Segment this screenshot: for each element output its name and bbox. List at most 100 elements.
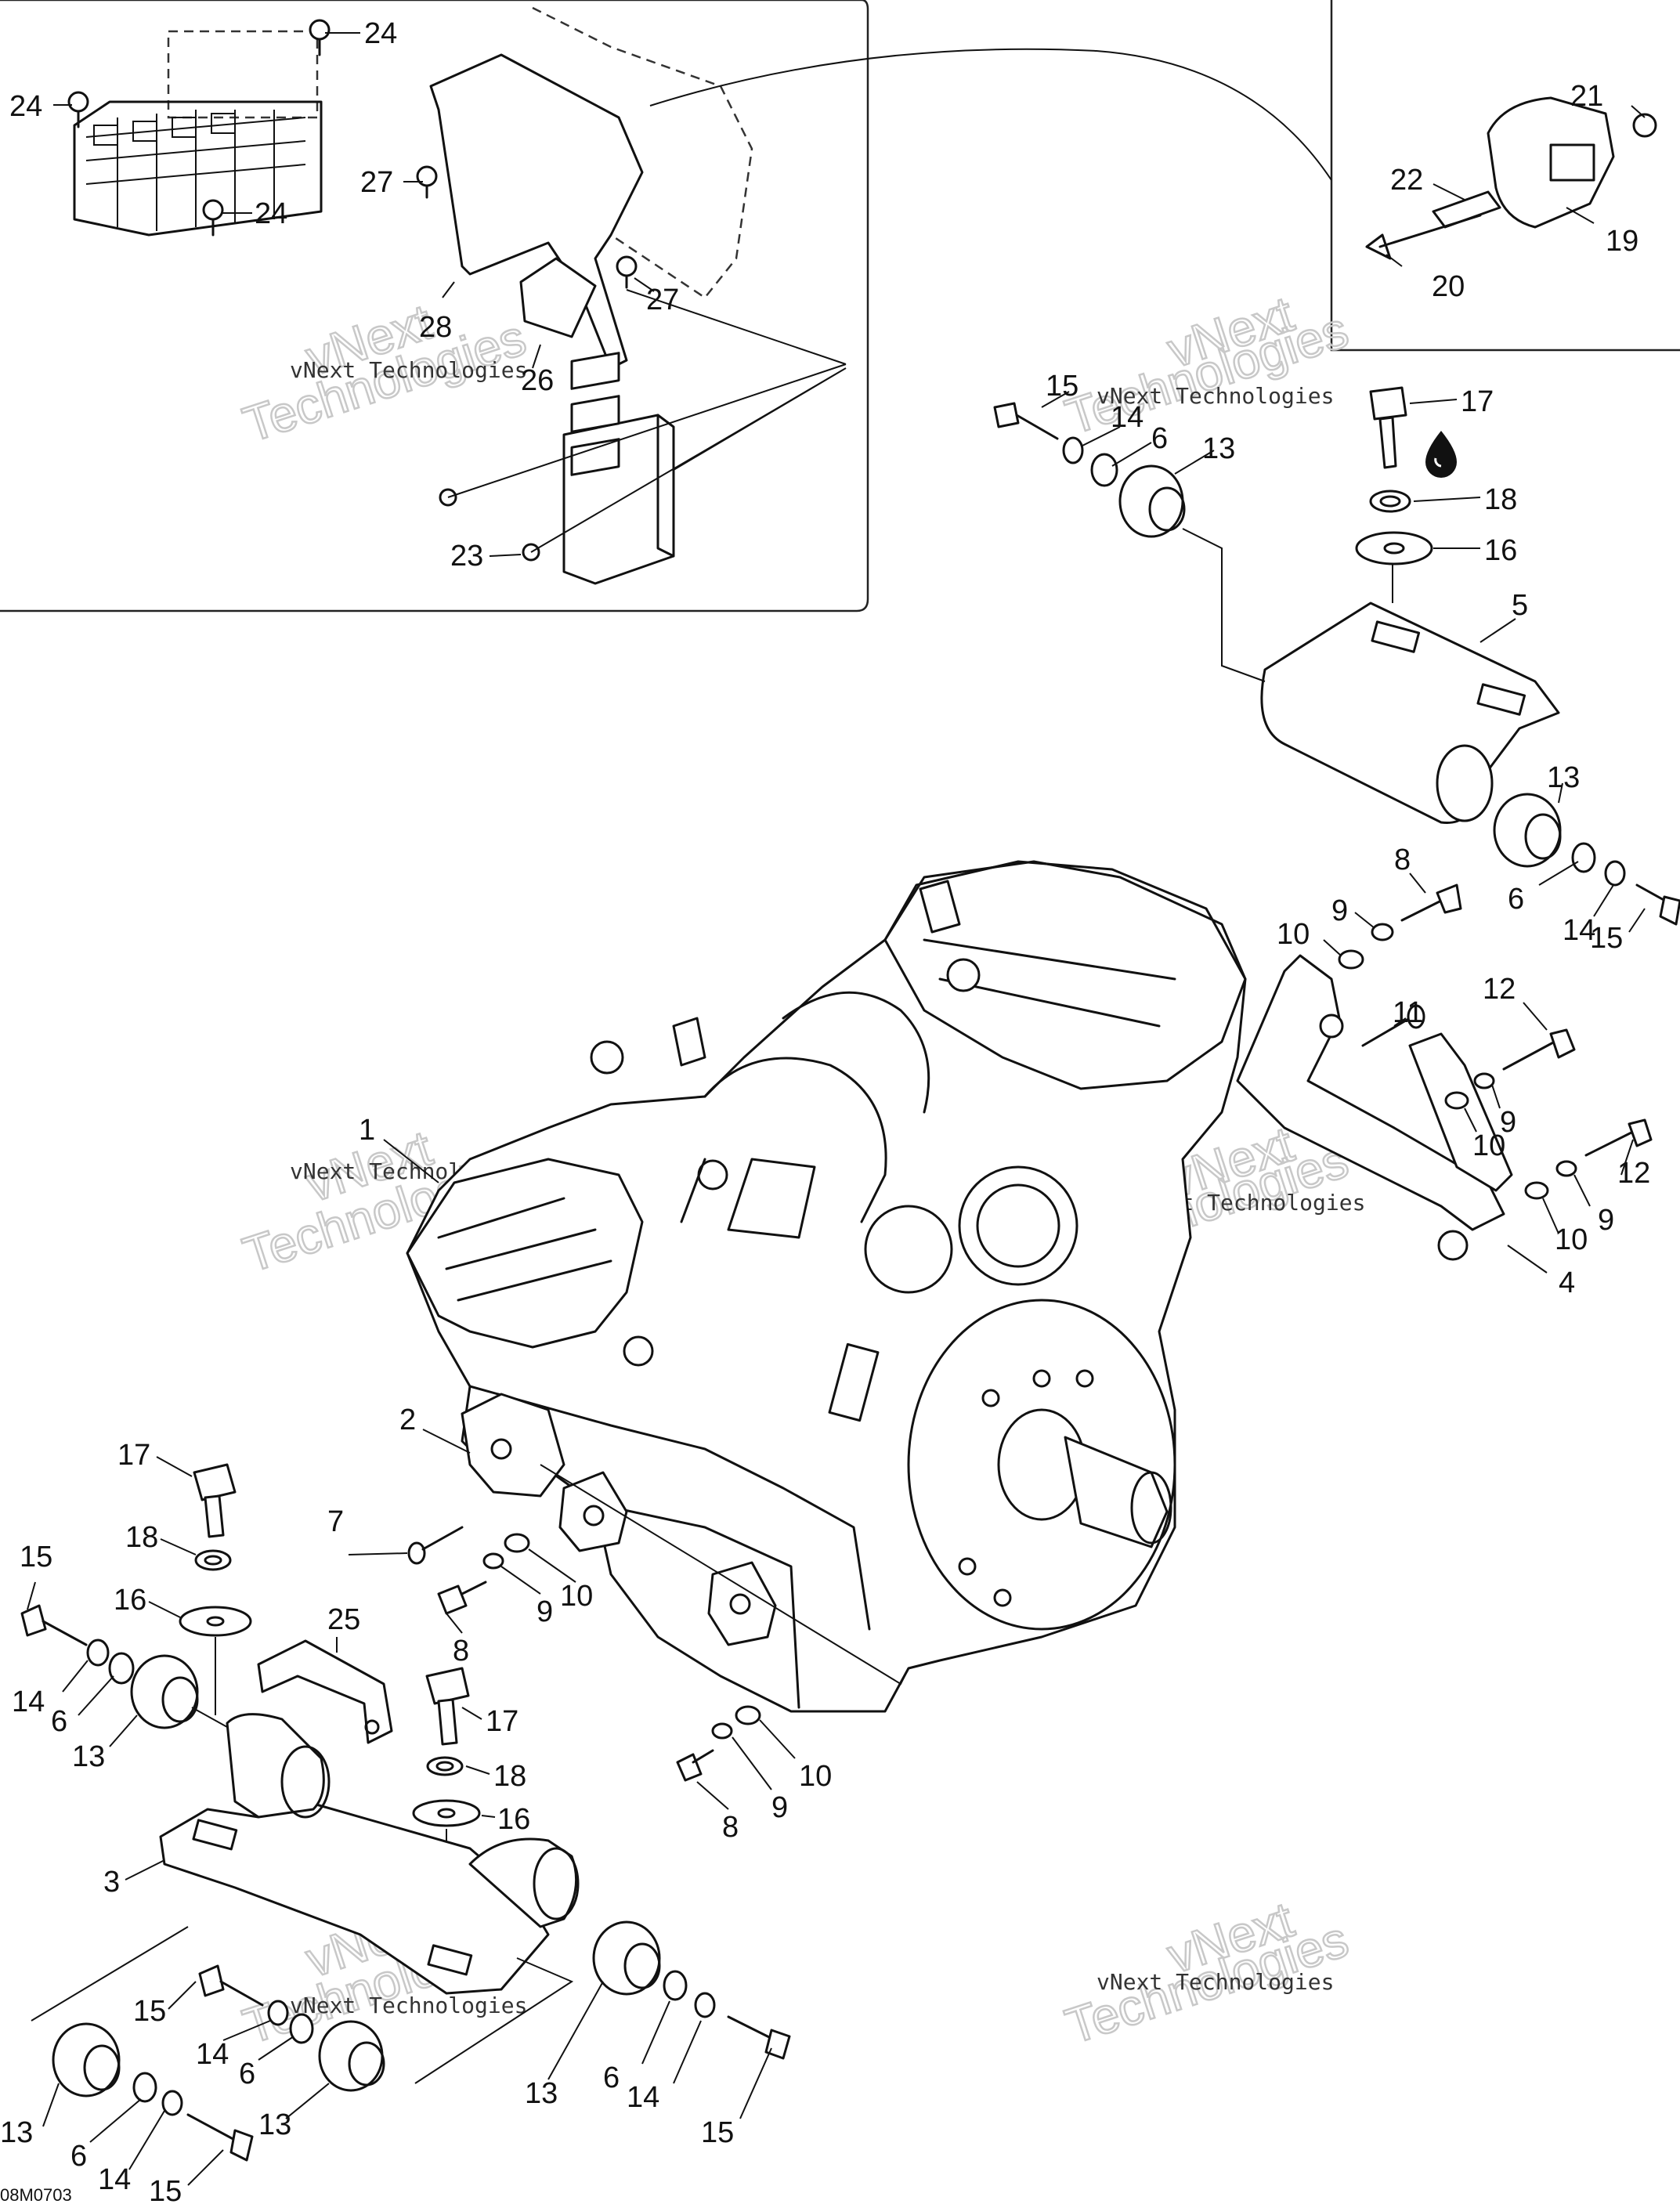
callout-8-l: 8	[453, 1635, 469, 1667]
callout-6-lr: 6	[603, 2061, 620, 2094]
bolt-8-bottom	[676, 1749, 714, 1782]
svg-text:vNext Technologies: vNext Technologies	[290, 1993, 527, 2018]
ecm-module	[562, 352, 675, 585]
washer-18-left	[194, 1549, 232, 1571]
callout-15-tr: 15	[1046, 370, 1078, 403]
callout-14-tr: 14	[1111, 401, 1143, 434]
washer-6-lower-mid	[289, 2013, 314, 2044]
callout-13-lm: 13	[258, 2108, 291, 2141]
spacer-22	[1432, 190, 1501, 229]
callout-1: 1	[359, 1114, 375, 1147]
screw-20	[1365, 214, 1482, 260]
callout-19: 19	[1606, 225, 1638, 258]
callout-12-a: 12	[1483, 973, 1516, 1006]
washer-9-lower	[1555, 1160, 1577, 1177]
bolt-8-right	[1400, 883, 1462, 922]
callout-13-tr: 13	[1202, 432, 1235, 465]
washer-16-left	[179, 1606, 252, 1637]
washer-6-top	[1090, 453, 1118, 487]
washer-10-bottom	[735, 1705, 761, 1725]
callout-25: 25	[327, 1603, 360, 1636]
callout-13-ll: 13	[0, 2116, 33, 2149]
bushing-13-right	[1493, 793, 1562, 868]
callout-15-lm: 15	[133, 1995, 166, 2028]
callout-10-rb: 10	[1555, 1223, 1588, 1256]
leader-ecm-to-bracket	[447, 289, 847, 553]
bracket-5	[1260, 602, 1560, 824]
screw-24-bottom	[202, 199, 224, 237]
nut-21	[1632, 113, 1657, 138]
svg-text:vNext Technologies: vNext Technologies	[1097, 1969, 1334, 1995]
callout-9-r: 9	[1331, 894, 1348, 927]
bracket-4	[1236, 954, 1513, 1261]
callout-24-a: 24	[364, 17, 397, 50]
engine-1	[406, 860, 1247, 1713]
mount-bracket-2	[461, 1393, 777, 1646]
bolt-12-lower	[1584, 1118, 1653, 1157]
callout-7: 7	[327, 1505, 344, 1538]
bushing-13-lower-mid	[318, 2020, 385, 2092]
inset-frame-electrical	[0, 0, 869, 612]
bolt-17-center	[425, 1667, 470, 1746]
callout-24-b: 24	[9, 90, 42, 123]
svg-text:vNext Technologies: vNext Technologies	[290, 357, 527, 383]
callout-6-l: 6	[51, 1705, 67, 1738]
callout-18-l: 18	[125, 1521, 158, 1554]
callout-6-r: 6	[1508, 883, 1524, 916]
callout-9-l: 9	[537, 1595, 553, 1628]
callout-20: 20	[1432, 270, 1465, 303]
callout-13-r: 13	[1547, 761, 1580, 794]
inset-frame-connector	[1330, 0, 1680, 352]
callout-10-l: 10	[560, 1580, 593, 1613]
callout-17-l: 17	[117, 1439, 150, 1472]
washer-14-lower-right	[694, 1992, 716, 2018]
callout-leaders	[27, 32, 1646, 2186]
nut-27-right	[616, 255, 638, 289]
callout-10-b: 10	[799, 1760, 832, 1793]
callout-3: 3	[103, 1866, 120, 1899]
callout-23: 23	[450, 540, 483, 573]
screw-24-left	[67, 91, 89, 128]
callout-18-tr: 18	[1484, 483, 1517, 516]
washer-9-upper	[1473, 1072, 1495, 1089]
washer-10-left	[504, 1533, 530, 1553]
washer-16-top-right	[1355, 531, 1433, 565]
shield-25	[257, 1639, 393, 1744]
callout-14-ll: 14	[98, 2163, 131, 2196]
ecm-bracket-26	[429, 6, 753, 370]
callout-10-r: 10	[1277, 918, 1310, 951]
callout-5: 5	[1512, 589, 1528, 622]
washer-9-right	[1371, 923, 1394, 941]
oil-drop-icon	[1425, 431, 1457, 478]
callout-6-ll: 6	[70, 2140, 87, 2173]
bolt-7	[407, 1526, 464, 1565]
callout-17-c: 17	[486, 1705, 518, 1738]
leader-connector-link	[649, 48, 1332, 181]
callout-9-b: 9	[771, 1791, 788, 1824]
callout-27-b: 27	[646, 284, 679, 316]
bolt-15-lower-right	[727, 2015, 791, 2060]
washer-10-right	[1338, 949, 1364, 970]
support-3	[159, 1713, 580, 1995]
callout-labels: 24 24 24 27 27 28 26 23 21 22 19 20 15 1…	[0, 17, 1650, 2204]
callout-14-lr: 14	[627, 2081, 659, 2114]
callout-24-c: 24	[255, 197, 287, 230]
watermark-top-right: vNext Technologies vNext Technologies	[1058, 284, 1356, 446]
callout-17-tr: 17	[1461, 385, 1494, 418]
callout-27-a: 27	[360, 166, 393, 199]
callout-26: 26	[521, 364, 554, 397]
washer-18-center	[426, 1756, 464, 1776]
callout-21: 21	[1570, 80, 1603, 113]
callout-15-lr: 15	[701, 2116, 734, 2149]
washer-6-lower-right	[663, 1970, 688, 2001]
callout-18-c: 18	[493, 1760, 526, 1793]
bolt-15-top	[993, 402, 1059, 440]
callout-9-ra: 9	[1500, 1106, 1516, 1139]
bushing-13-lower-right	[592, 1920, 661, 1996]
washer-10-lower	[1524, 1181, 1549, 1200]
callout-10-ra: 10	[1472, 1129, 1505, 1162]
bolt-15-left	[20, 1604, 88, 1646]
leader-support-3-bushings	[31, 1926, 574, 2084]
fuse-box	[73, 30, 323, 237]
